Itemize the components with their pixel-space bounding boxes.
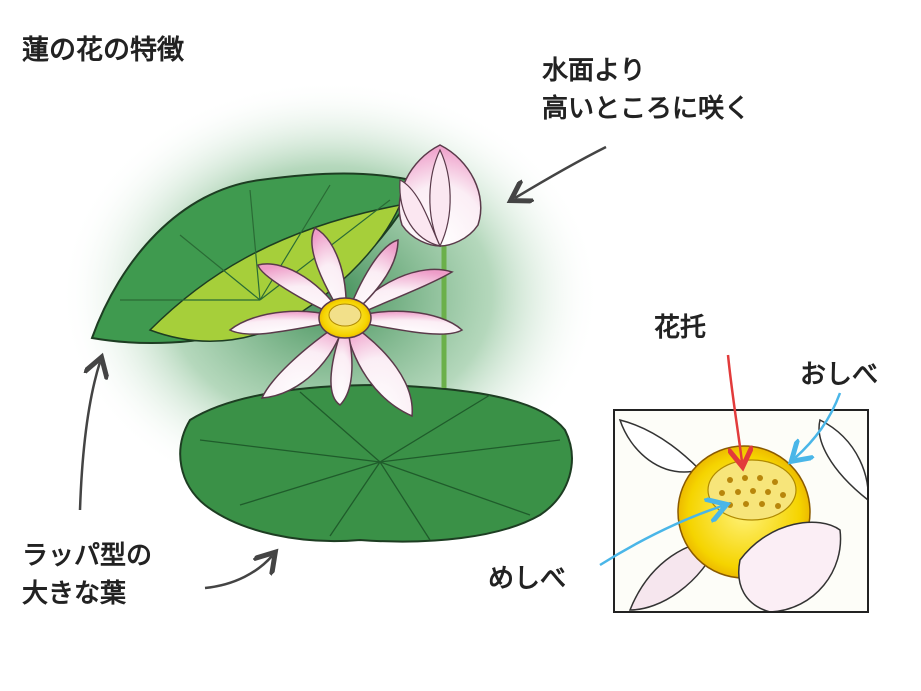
arrow-to-upright-leaf bbox=[78, 362, 100, 511]
floating-leaf bbox=[179, 383, 573, 543]
callout-stamen: おしべ bbox=[800, 360, 879, 390]
lotus-flower bbox=[228, 227, 464, 418]
callout-trumpet-leaf-line-2: 大きな葉 bbox=[22, 579, 127, 609]
arrow-to-pistil bbox=[599, 506, 722, 567]
callout-pistil: めしべ bbox=[488, 564, 567, 594]
lotus-bud bbox=[398, 144, 482, 248]
callout-high-bloom: 水面より 高いところに咲く bbox=[542, 52, 750, 128]
detail-inset bbox=[613, 409, 869, 613]
arrow-to-floating-leaf bbox=[204, 556, 272, 590]
callout-high-bloom-line-2: 高いところに咲く bbox=[542, 94, 751, 124]
arrow-to-receptacle bbox=[726, 354, 742, 462]
callout-high-bloom-line-1: 水面より bbox=[542, 56, 646, 86]
callout-trumpet-leaf-line-1: ラッパ型の bbox=[22, 541, 153, 571]
callout-receptacle: 花托 bbox=[654, 313, 707, 343]
page-title: 蓮の花の特徴 bbox=[22, 35, 184, 66]
callout-trumpet-leaf: ラッパ型の 大きな葉 bbox=[22, 537, 152, 613]
arrow-to-stamen bbox=[795, 392, 842, 458]
arrow-to-bud bbox=[515, 145, 607, 198]
